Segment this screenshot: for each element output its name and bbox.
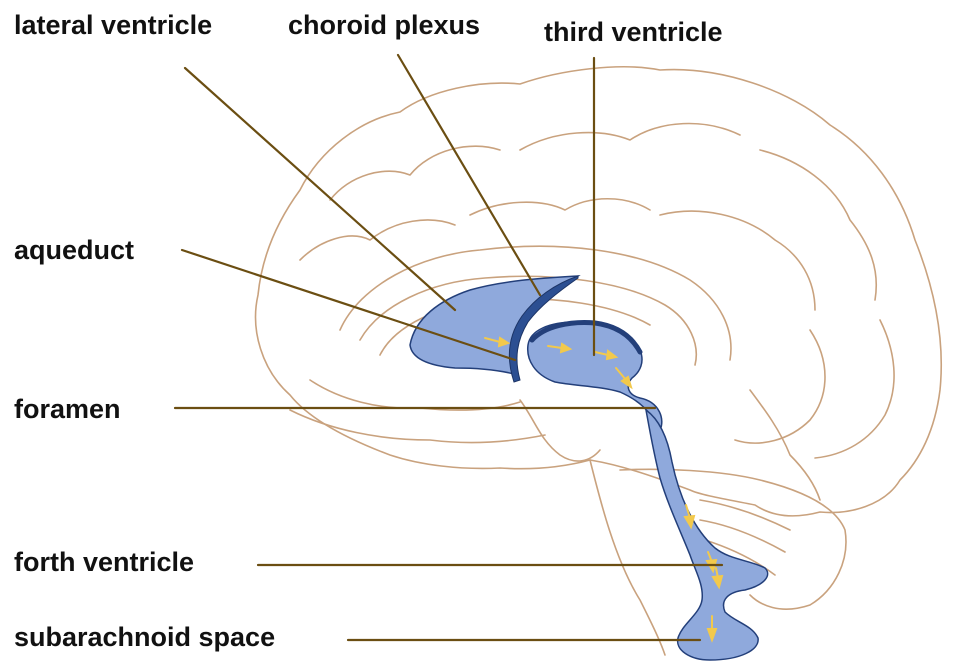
- leader-choroid-plexus: [398, 55, 540, 295]
- label-foramen: foramen: [14, 396, 121, 423]
- temporal-gyrus-2: [310, 380, 520, 410]
- gyrus-6: [470, 199, 650, 215]
- occipital-gyrus: [750, 390, 820, 500]
- gyrus-1: [330, 146, 500, 200]
- label-aqueduct: aqueduct: [14, 237, 134, 264]
- label-choroid-plexus: choroid plexus: [288, 12, 480, 39]
- label-subarachnoid-space: subarachnoid space: [14, 624, 275, 651]
- label-forth-ventricle: forth ventricle: [14, 549, 194, 576]
- gyrus-3: [760, 150, 876, 300]
- label-third-ventricle: third ventricle: [544, 19, 723, 46]
- gyrus-8: [735, 330, 825, 443]
- gyrus-4: [815, 320, 894, 458]
- brainstem-outline: [590, 460, 665, 655]
- leader-lateral-ventricle: [185, 68, 455, 310]
- gyrus-2: [520, 124, 740, 150]
- label-lateral-ventricle: lateral ventricle: [14, 12, 212, 39]
- cerebrum-outline: [256, 67, 942, 516]
- midbrain-detail: [520, 400, 600, 461]
- gyrus-7: [660, 211, 815, 310]
